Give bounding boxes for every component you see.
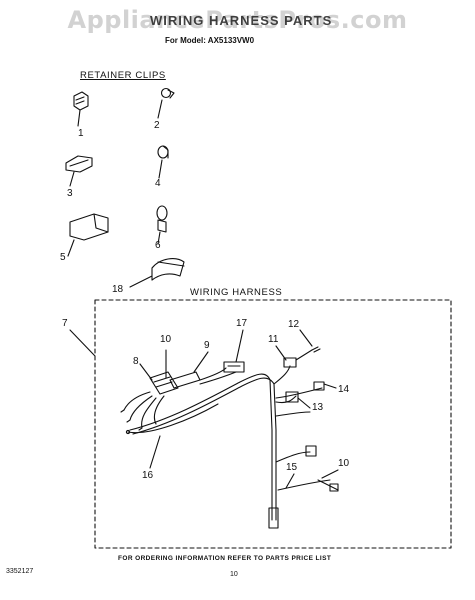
- callout-4: 4: [155, 178, 161, 189]
- leader-13: [297, 397, 311, 409]
- callout-8: 8: [133, 356, 139, 367]
- leader-7: [69, 329, 96, 357]
- callout-11: 11: [268, 334, 279, 345]
- callout-9: 9: [204, 340, 210, 351]
- callout-5: 5: [60, 252, 66, 263]
- wiring-harness-assembly: [120, 346, 339, 529]
- leader-17: [235, 329, 244, 363]
- callout-15: 15: [286, 462, 298, 473]
- callout-6: 6: [155, 240, 161, 251]
- page-number: 10: [230, 571, 238, 578]
- leader-14: [323, 383, 337, 389]
- callout-16: 16: [142, 470, 154, 481]
- leader-12: [299, 329, 313, 347]
- leader-11: [275, 345, 287, 361]
- retainer-clip-3: [65, 155, 93, 187]
- callout-13: 13: [312, 402, 324, 413]
- ordering-info-note: FOR ORDERING INFORMATION REFER TO PARTS …: [118, 555, 332, 562]
- callout-7: 7: [62, 318, 68, 329]
- page-title: WIRING HARNESS PARTS: [150, 13, 333, 28]
- callout-3: 3: [67, 188, 73, 199]
- leader-8: [139, 363, 153, 381]
- harness-boundary: [94, 299, 452, 549]
- wiring-harness-heading: WIRING HARNESS: [190, 287, 283, 298]
- leader-15: [285, 473, 295, 489]
- callout-10-lower: 10: [338, 458, 350, 469]
- callout-18: 18: [112, 284, 124, 295]
- document-number: 3352127: [6, 568, 34, 575]
- leader-10b: [321, 469, 339, 479]
- model-line: For Model: AX5133VW0: [165, 36, 255, 45]
- retainer-clip-4: [157, 145, 169, 179]
- callout-2: 2: [154, 120, 160, 131]
- retainer-clip-1: [73, 91, 89, 127]
- callout-12: 12: [288, 319, 300, 330]
- leader-9: [193, 351, 209, 373]
- callout-14: 14: [338, 384, 350, 395]
- callout-17: 17: [236, 318, 248, 329]
- callout-1: 1: [78, 128, 84, 139]
- retainer-clips-heading: RETAINER CLIPS: [80, 70, 166, 81]
- retainer-clip-5: [67, 213, 109, 257]
- leader-16: [149, 435, 161, 469]
- watermark-text: AppliancePartsPros.com: [67, 6, 408, 34]
- callout-10-upper: 10: [160, 334, 172, 345]
- retainer-clip-2: [157, 87, 175, 119]
- harness-sleeve-18: [129, 258, 185, 288]
- retainer-clip-6: [156, 205, 168, 245]
